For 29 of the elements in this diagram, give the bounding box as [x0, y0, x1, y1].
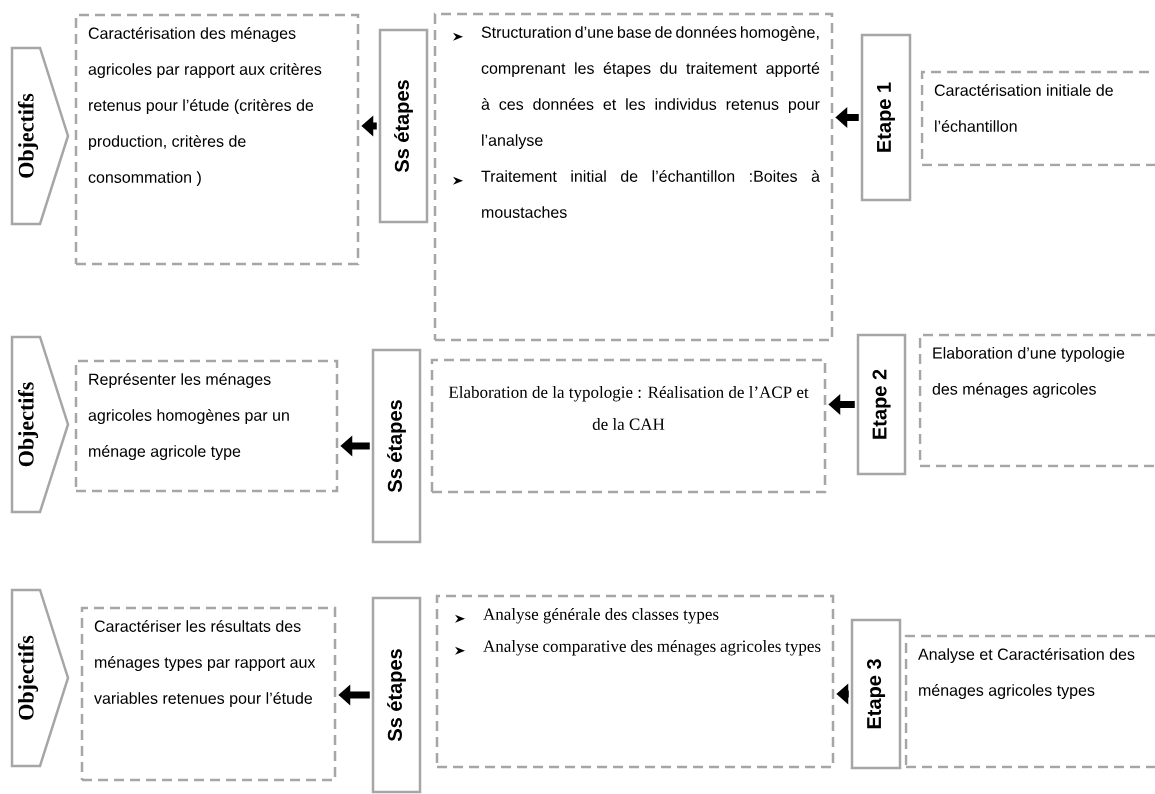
dashed-text-box [904, 634, 1155, 769]
step-label-box: Etape 2 [856, 333, 907, 476]
box-text: Caractériser les résultats des ménages types par rapport aux variables retenues pour l’étude [94, 620, 316, 708]
dashed-text-box [80, 606, 337, 782]
step-label-box: Ss étapes [371, 348, 422, 544]
step-label-box: Etape 1 [860, 33, 912, 202]
dashed-text-box [918, 333, 1155, 468]
step-label-box: Ss étapes [371, 596, 422, 794]
box-text: Elaboration de la typologie : Réalisation de l’ACP et de la CAH [448, 386, 809, 430]
box-text: Analyse et Caractérisation des ménages agricoles types [918, 648, 1135, 700]
arrow-tab: Objectifs [10, 588, 70, 768]
box-text: Représenter les ménages agricoles homogènes par un ménage agricole type [88, 373, 289, 461]
arrow-tab: Objectifs [10, 46, 70, 226]
dashed-text-box [435, 594, 835, 769]
box-text: Caractérisation initiale de l’échantillon [934, 84, 1113, 132]
list-item: Structuration d’une base de données homogène, comprenant les étapes du traitement apporté à ces données et les individus retenus pour l’analyse [481, 26, 820, 150]
arrow-tab: Objectifs [10, 335, 70, 514]
dashed-text-box [74, 359, 339, 493]
list-item: Traitement initial de l’échantillon :Boites à moustaches [481, 170, 820, 218]
step-label-box: Ss étapes [378, 28, 429, 224]
dashed-text-box [920, 70, 1155, 167]
box-text: Elaboration d’une typologie des ménages agricoles [932, 347, 1125, 398]
dashed-text-box [430, 358, 827, 494]
dashed-text-box [74, 13, 360, 266]
box-text: Caractérisation des ménages agricoles par rapport aux critères retenus pour l’étude (critères de production, critères de consommation ) [88, 27, 322, 187]
step-label-box: Etape 3 [850, 618, 902, 770]
dashed-text-box [433, 12, 834, 342]
list-item: Analyse générale des classes types [483, 608, 719, 624]
list-item: Analyse comparative des ménages agricoles types [483, 640, 821, 656]
